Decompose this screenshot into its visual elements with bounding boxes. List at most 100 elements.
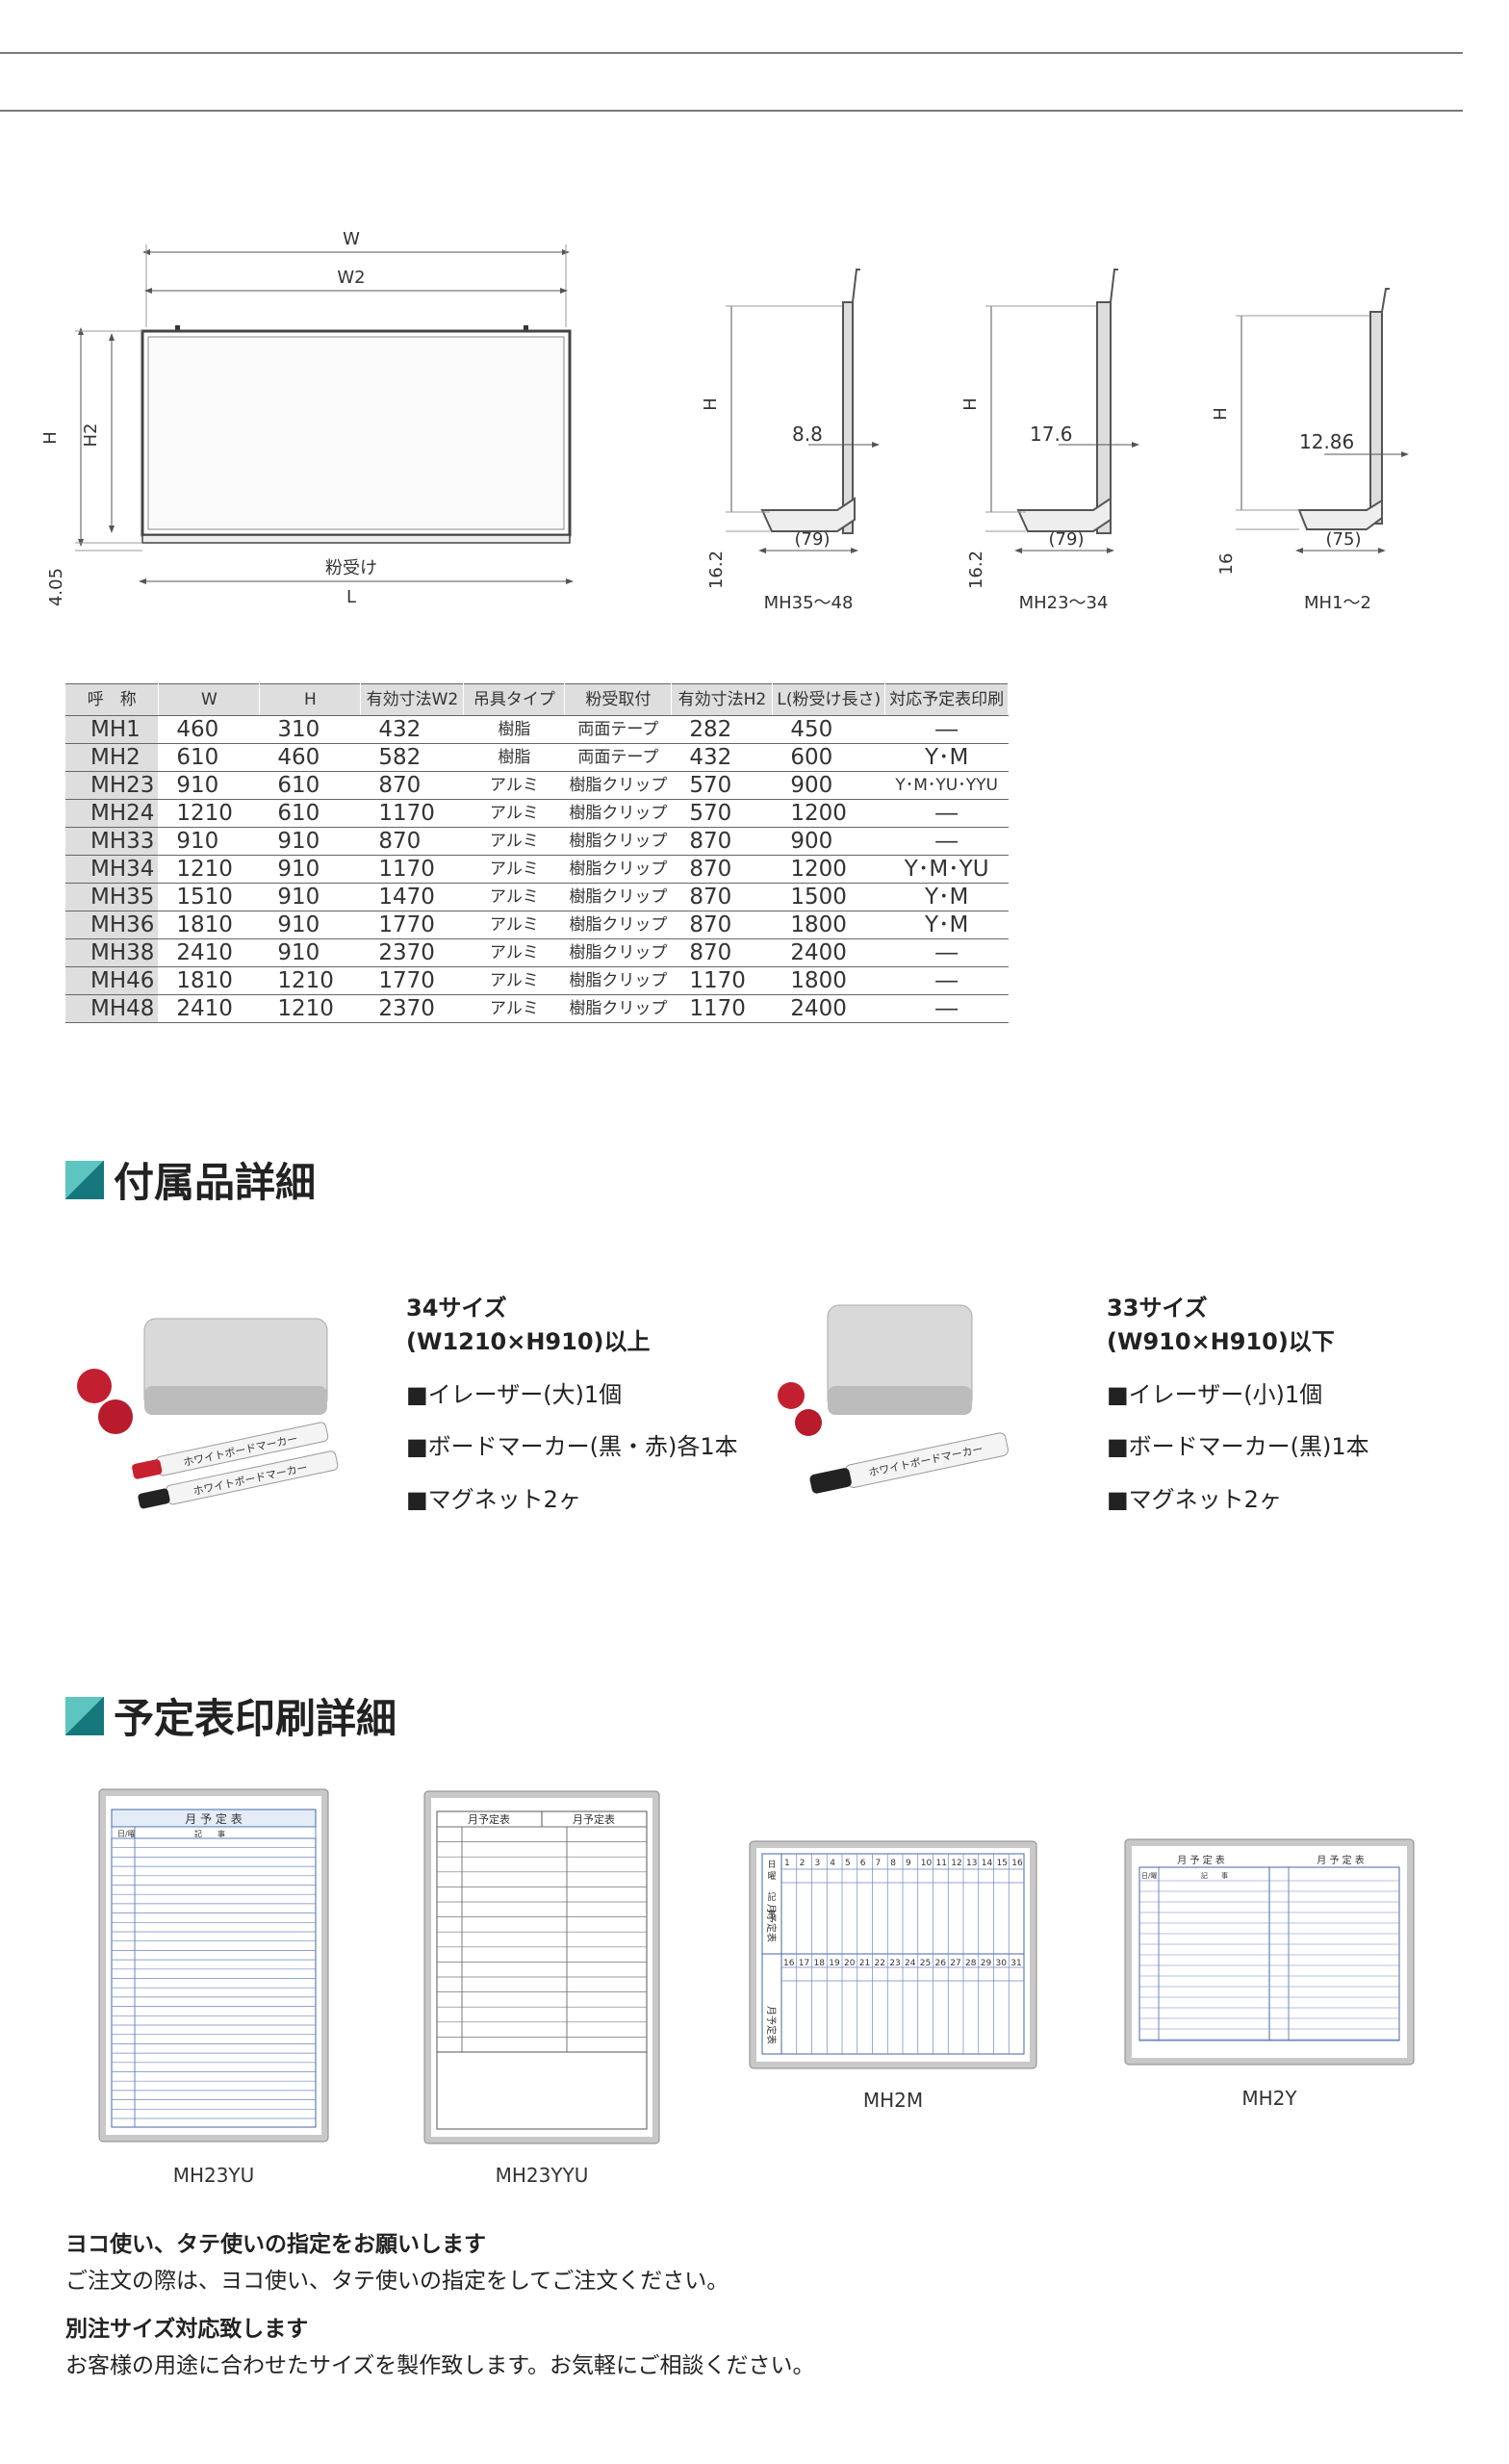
dim-bottom-offset: 4.05 [46,568,66,606]
spec-column-header: 呼 称 [65,683,160,716]
svg-text:12: 12 [951,1859,961,1868]
spec-column-header: L(粉受け長さ) [772,683,886,716]
svg-text:1: 1 [784,1859,790,1868]
section-1-bottom: 16.2 [706,551,727,589]
spec-cell: 樹脂クリップ [564,911,673,939]
spec-cell: アルミ [463,938,566,967]
note-custom-text: お客様の用途に合わせたサイズを製作致します。お気軽にご相談ください。 [65,2353,815,2378]
board-caption-mh2y: MH2Y [1241,2087,1297,2110]
section-3-depth: 12.86 [1299,430,1354,453]
spec-cell: 870 [671,855,774,884]
section-marker-icon [65,1160,104,1199]
spec-column-header: 対応予定表印刷 [884,683,1010,716]
spec-cell: 1170 [360,855,465,884]
spec-cell: 樹脂クリップ [564,827,673,856]
section-2-tray: (79) [1049,529,1085,550]
spec-cell: 樹脂クリップ [564,966,673,995]
spec-column-header: 粉受取付 [564,683,673,716]
svg-text:22: 22 [875,1959,885,1968]
tray-label: 粉受け [325,558,377,578]
model-name-cell: MH35 [65,883,160,911]
model-name-cell: MH23 [65,771,160,800]
section-view-2: H 17.6 (79) 16.2 MH23～34 [960,269,1139,613]
spec-cell: ― [884,938,1010,967]
spec-cell: 1800 [772,911,886,939]
svg-text:5: 5 [845,1859,851,1868]
spec-cell: Y･M･YU [884,855,1010,884]
board-caption-mh23yu: MH23YU [172,2164,255,2187]
section-2-h: H [960,398,981,411]
board-side-label: 月予定表 [765,2006,778,2044]
model-name-cell: MH38 [65,938,160,967]
board-sub: 日/曜 [1141,1872,1157,1880]
svg-text:3: 3 [815,1859,821,1868]
schedule-board-mh23yu: 月 予 定 表 日/曜 記 事 [98,1788,329,2143]
model-name-cell: MH34 [65,855,160,884]
spec-cell: 910 [259,855,362,884]
spec-cell: 910 [158,771,261,800]
accessories-large-text: 34サイズ (W1210×H910)以上 ■イレーザー(大)1個 ■ボードマーカ… [406,1292,738,1517]
accessories-large-item: ■イレーザー(大)1個 [406,1380,623,1408]
board-sub: 日/曜 [117,1830,136,1838]
spec-cell: 582 [360,743,465,772]
top-rule-2 [0,110,1463,112]
spec-cell: 900 [772,771,886,800]
section-3-h: H [1211,407,1231,421]
board-side-label: 月予定表 [765,1904,778,1942]
accessories-large-photo: ホワイトボードマーカー ホワイトボードマーカー [77,1318,339,1509]
section-1-depth: 8.8 [792,423,823,446]
accessories-title: 付属品詳細 [114,1159,317,1206]
spec-cell: ― [884,715,1010,744]
spec-cell: 樹脂クリップ [564,994,673,1023]
spec-cell: 910 [158,827,261,856]
spec-cell: 2370 [360,994,465,1023]
spec-column-header: 有効寸法H2 [671,683,774,716]
spec-cell: 樹脂クリップ [564,799,673,828]
spec-cell: 1800 [772,966,886,995]
board-row-label: 記 [767,1891,776,1903]
section-3-bottom: 16 [1216,553,1237,576]
accessories-small-photo: ホワイトボードマーカー [778,1304,1009,1494]
model-name-cell: MH46 [65,966,160,995]
spec-cell: アルミ [463,827,566,856]
svg-text:20: 20 [844,1959,856,1968]
spec-cell: 460 [259,743,362,772]
svg-text:17: 17 [799,1959,809,1968]
spec-cell: 1200 [772,799,886,828]
spec-cell: 870 [360,771,465,800]
spec-cell: 2410 [158,938,261,967]
svg-text:7: 7 [876,1859,882,1868]
spec-cell: アルミ [463,966,566,995]
spec-cell: 910 [259,911,362,939]
svg-text:16: 16 [783,1959,795,1968]
spec-cell: 450 [772,715,886,744]
section-1-tray: (79) [795,529,831,550]
svg-text:15: 15 [997,1859,1008,1868]
accessories-title-row: 付属品詳細 [65,1150,316,1209]
spec-cell: 870 [671,911,774,939]
svg-text:23: 23 [889,1959,900,1968]
note-orientation-text: ご注文の際は、ヨコ使い、タテ使いの指定をしてご注文ください。 [65,2269,729,2294]
accessories-small-item: ■イレーザー(小)1個 [1107,1380,1323,1408]
board-sub: 記 事 [194,1829,225,1838]
top-rule-1 [0,52,1463,54]
spec-cell: Y･M [884,911,1010,939]
spec-cell: 樹脂 [463,743,566,772]
spec-cell: 1210 [259,994,362,1023]
accessories-large-size: 34サイズ [406,1295,507,1322]
dim-h2: H2 [81,424,101,448]
section-3-model: MH1～2 [1304,593,1371,613]
spec-column-header: H [259,683,362,716]
spec-cell: 1810 [158,911,261,939]
spec-cell: 樹脂クリップ [564,883,673,911]
section-marker-icon [65,1696,104,1735]
spec-cell: 870 [671,883,774,911]
spec-cell: 樹脂クリップ [564,855,673,884]
spec-cell: アルミ [463,799,566,828]
spec-cell: Y･M [884,883,1010,911]
spec-cell: 610 [259,771,362,800]
